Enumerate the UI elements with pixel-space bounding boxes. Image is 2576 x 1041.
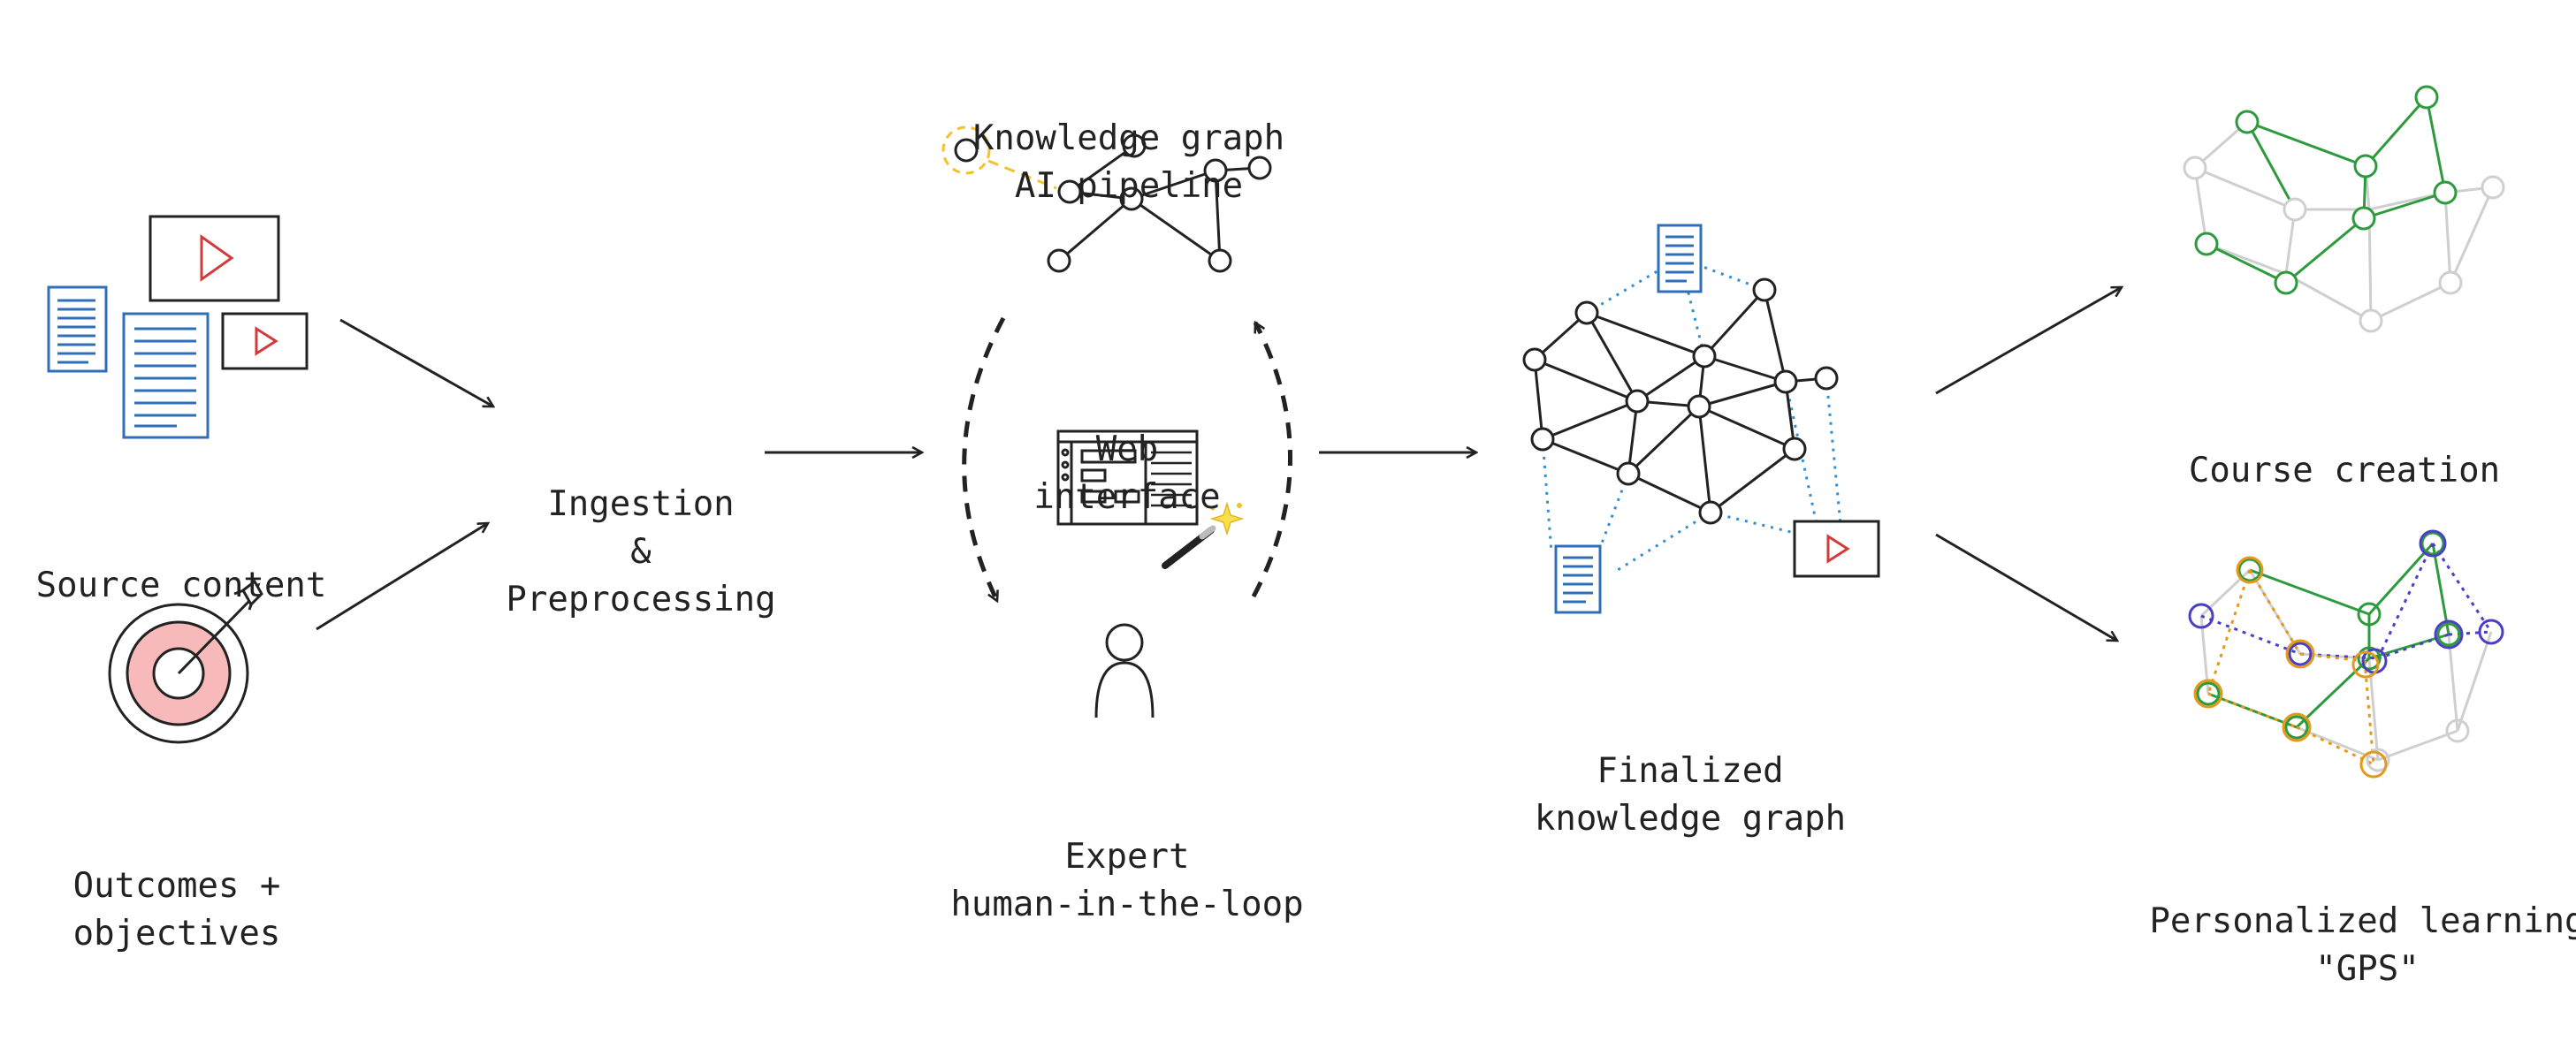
person-icon <box>1094 623 1155 718</box>
magic-wand-icon <box>1162 501 1245 569</box>
graph-icon <box>941 125 1272 273</box>
loop-arrows <box>962 316 1292 601</box>
web-interface-icon <box>1056 429 1199 526</box>
target-icon <box>108 579 263 744</box>
document-icon <box>122 312 210 439</box>
personalized-label: Personalized learning"GPS" <box>2149 901 2576 989</box>
video-icon <box>221 312 309 370</box>
ingestion-label: Ingestion&Preprocessing <box>506 484 776 619</box>
outcomes-label: Outcomes +objectives <box>72 866 281 954</box>
course-creation-label: Course creation <box>2188 451 2501 490</box>
document-icon <box>1554 544 1602 614</box>
personalized-graph <box>2188 529 2504 779</box>
video-icon <box>149 215 280 302</box>
finalized-graph <box>1522 224 1880 614</box>
document-icon <box>47 285 108 373</box>
arrow-icon <box>316 287 2122 641</box>
diagram-canvas <box>47 85 2505 779</box>
pipeline-diagram: Source content Outcomes +objectives Inge… <box>35 85 2576 989</box>
document-icon <box>1657 224 1703 293</box>
source-content-icons <box>47 285 210 439</box>
course-graph <box>2183 85 2505 333</box>
source-content-label: Source content <box>35 566 327 605</box>
video-icon <box>1793 520 1880 578</box>
